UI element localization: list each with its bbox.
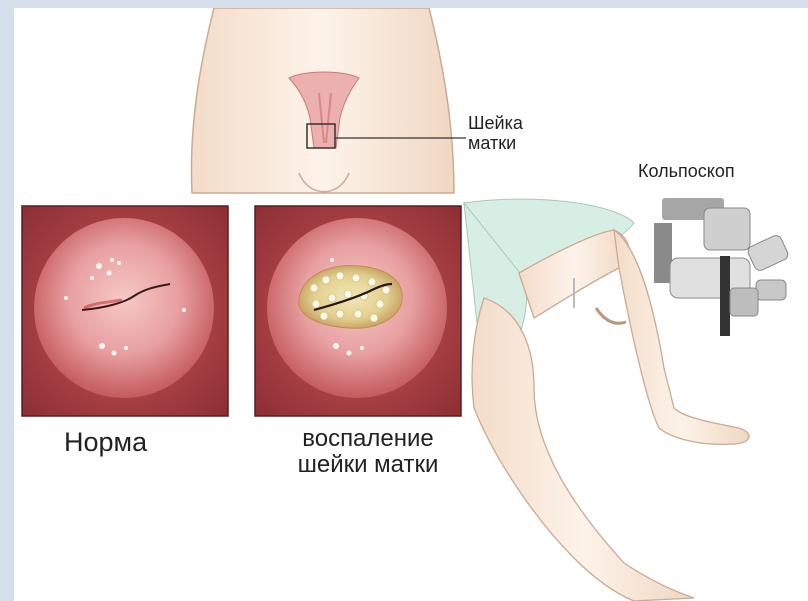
norm-label: Норма: [64, 428, 147, 458]
norm-panel: [22, 206, 228, 416]
cervix-label-line1: Шейка: [468, 114, 523, 134]
inflammation-label-line1: воспаление: [268, 426, 468, 452]
illustration-canvas: Шейка матки Кольпоскоп Норма воспаление …: [14, 8, 808, 601]
frame-top-border: [0, 0, 808, 8]
medical-illustration: [14, 8, 808, 601]
torso-drawing: [191, 8, 466, 193]
cervix-label: Шейка матки: [468, 114, 523, 154]
colposcope-label: Кольпоскоп: [638, 162, 735, 182]
cervix-label-line2: матки: [468, 134, 523, 154]
inflammation-panel: [255, 206, 461, 416]
inflammation-label-line2: шейки матки: [268, 452, 468, 478]
frame-left-border: [0, 0, 14, 601]
colposcope-device: [654, 198, 790, 336]
inflammation-label: воспаление шейки матки: [268, 426, 468, 479]
